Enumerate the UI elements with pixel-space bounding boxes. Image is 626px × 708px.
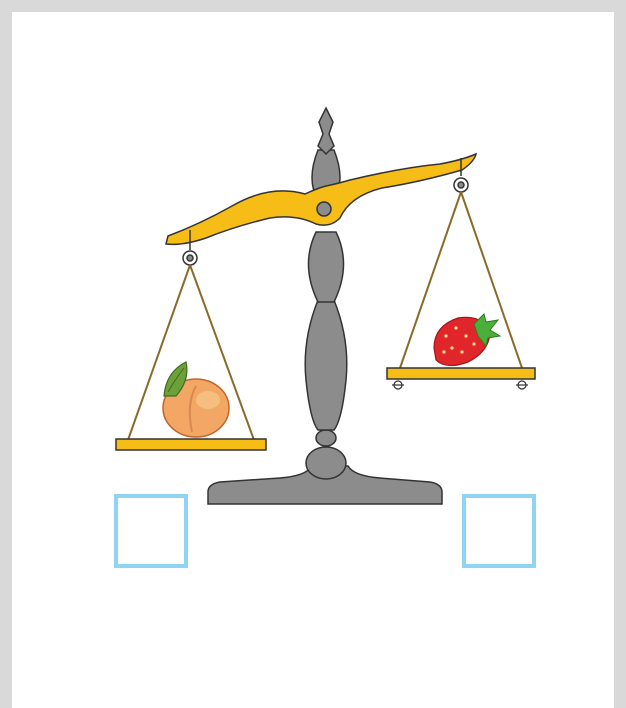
beam-pivot <box>317 202 331 216</box>
right-pan-feet <box>392 381 528 389</box>
left-pan <box>116 439 266 450</box>
peach-icon <box>163 362 229 437</box>
strawberry-icon <box>434 314 500 366</box>
right-pan <box>387 368 535 379</box>
answer-box-left[interactable] <box>114 494 188 568</box>
answer-box-right[interactable] <box>462 494 536 568</box>
scale-column <box>305 108 347 479</box>
